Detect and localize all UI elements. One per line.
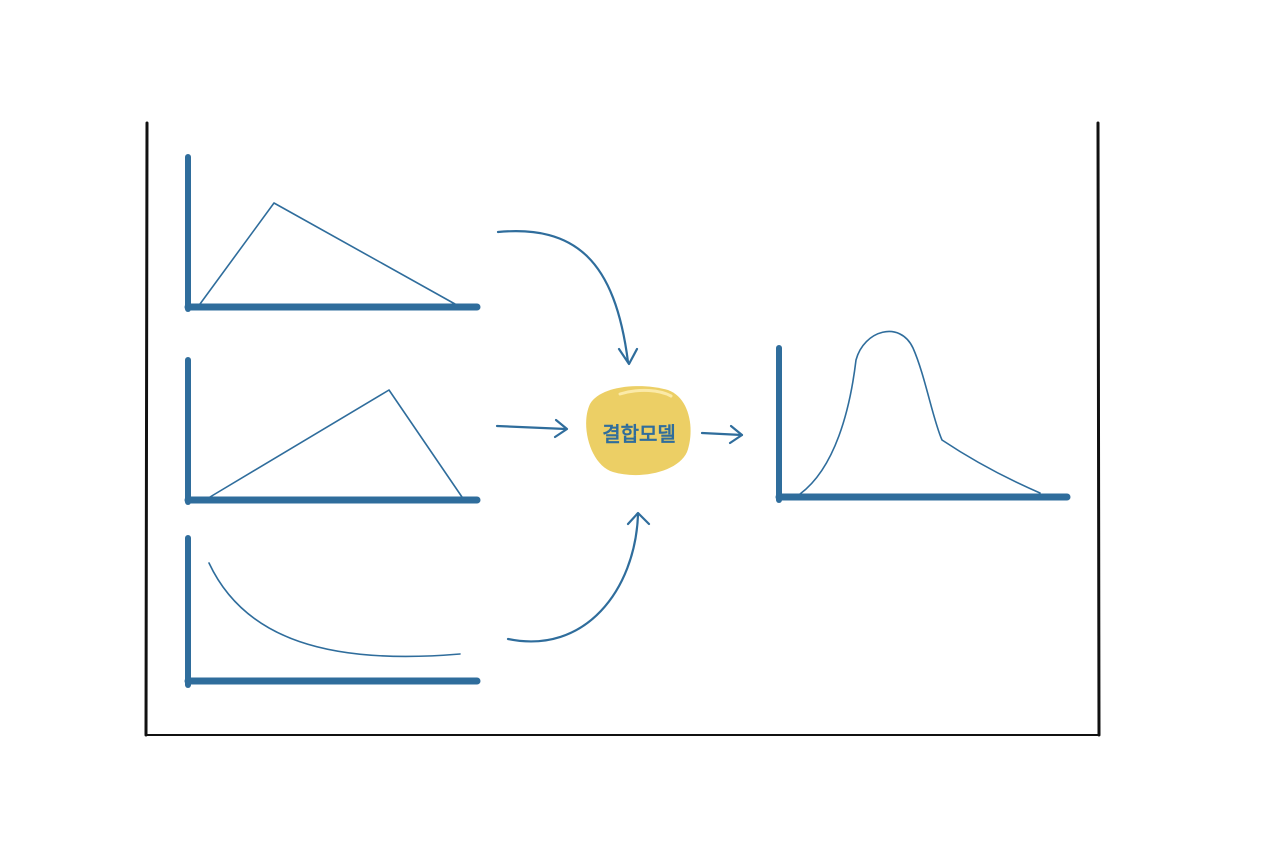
arrowhead	[553, 418, 569, 439]
distribution-curve	[208, 562, 461, 658]
input-plot-1	[184, 154, 481, 312]
arrowhead	[626, 511, 651, 526]
combined-model-hub: 결합모델	[586, 386, 691, 476]
arrow-input-3-to-hub	[506, 511, 651, 643]
arrow-input-1-to-hub	[496, 230, 639, 366]
frame-left-edge	[144, 121, 149, 737]
hub-highlight	[618, 388, 673, 398]
arrows	[495, 230, 744, 643]
input-plot-2	[184, 357, 481, 505]
distribution-curve	[799, 330, 1041, 495]
frame	[144, 121, 1101, 737]
arrowhead	[728, 424, 744, 445]
hub-label: 결합모델	[602, 422, 676, 446]
arrow-input-2-to-hub	[495, 418, 569, 439]
distribution-curve	[199, 202, 456, 305]
arrow-hub-to-output	[700, 424, 744, 445]
output-plot	[775, 330, 1071, 503]
input-plot-3	[184, 535, 481, 688]
frame-right-edge	[1096, 121, 1101, 737]
hub-blob	[586, 386, 691, 476]
arrowhead	[617, 347, 639, 366]
distribution-curve	[209, 389, 463, 498]
